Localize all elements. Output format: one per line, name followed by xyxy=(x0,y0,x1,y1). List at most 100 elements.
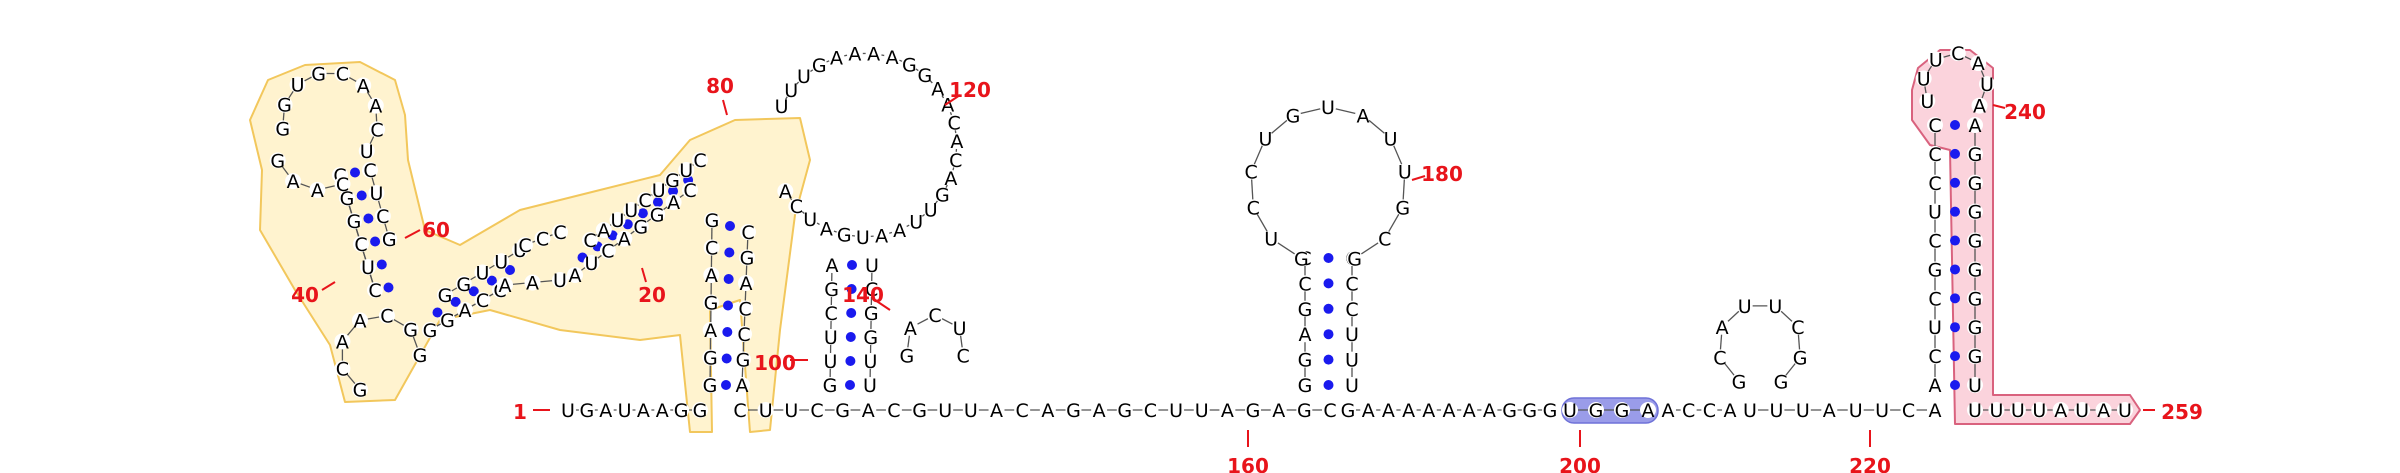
helix-mid-right-nt-bg xyxy=(455,275,472,292)
baseline-boxed-nucleotide: G xyxy=(1589,400,1604,422)
helix-mid-left-nt-bg xyxy=(422,322,438,338)
loop-180-nt-bg xyxy=(1293,250,1310,267)
helix-mid-right-nucleotide: G xyxy=(438,285,453,307)
tail-nt-bg xyxy=(2052,402,2069,418)
helix-180-right-nt-bg xyxy=(1344,326,1360,343)
loop-180-nucleotide: G xyxy=(1395,197,1410,219)
position-label: 160 xyxy=(1227,454,1269,473)
helix-240-right-nucleotide: G xyxy=(1968,231,1983,253)
helix-180-pair-dot xyxy=(1323,303,1334,314)
left-stem-3p-nucleotide: U xyxy=(369,183,383,205)
hairpin-215-nt-bg xyxy=(1711,349,1728,366)
baseline-uu-nt-bg xyxy=(1742,402,1758,418)
small-hairpin-nucleotide: U xyxy=(953,318,967,340)
big-loop-nt-bg xyxy=(908,213,925,230)
left-stem-3p-nucleotide: G xyxy=(382,229,397,251)
arm-5p-inner-nucleotide: C xyxy=(705,238,718,260)
baseline-boxed-nucleotide: U xyxy=(1563,400,1577,422)
baseline-mid-nucleotide: G xyxy=(1066,400,1081,422)
arm-5p-inner-nt-bg xyxy=(704,212,720,228)
baseline-cca-nucleotide: C xyxy=(1682,400,1695,422)
left-stem-pair-dot xyxy=(363,213,374,224)
baseline-uu-nucleotide: U xyxy=(1743,400,1757,422)
baseline-mid-nucleotide: U xyxy=(1195,400,1209,422)
upper-5p-nucleotide: G xyxy=(650,204,665,226)
arm-5p-inner-nt-bg xyxy=(703,267,720,283)
upper-5p-nucleotide: A xyxy=(618,229,631,251)
big-loop-nucleotide: C xyxy=(948,112,961,134)
helix-240-left-nt-bg xyxy=(1927,319,1943,336)
helix-240-pair-dot xyxy=(1950,206,1960,217)
helix-140-left-nt-bg xyxy=(823,305,840,321)
baseline-mid-nt-bg xyxy=(860,402,877,418)
baseline-uu-nt-bg xyxy=(1927,402,1943,418)
helix-240-right-nt-bg xyxy=(1967,174,1983,191)
arm-5p-inner-nt-bg xyxy=(702,322,719,338)
small-hairpin-nucleotide: C xyxy=(957,345,970,367)
big-loop-nucleotide: A xyxy=(848,44,861,66)
left-stem-5p-nucleotide: C xyxy=(336,174,349,196)
helix-mid-left-nt-bg xyxy=(524,274,541,291)
helix-180-right-nucleotide: U xyxy=(1345,350,1359,372)
tail-nt-bg xyxy=(2095,402,2112,418)
left-stem-5p-nt-bg xyxy=(309,181,326,198)
baseline-mid-nt-bg xyxy=(1219,402,1236,418)
tail-nucleotide: U xyxy=(1968,400,1982,422)
tail-nt-bg xyxy=(1988,402,2005,418)
baseline-left-nucleotide: A xyxy=(637,400,650,422)
left-small-loop-nt-bg xyxy=(352,381,368,398)
helix-240-right-nucleotide: A xyxy=(1969,115,1982,137)
upper-5p-nucleotide: U xyxy=(584,253,598,275)
helix-240-left-nt-bg xyxy=(1927,145,1943,162)
helix-240-right-nt-bg xyxy=(1967,290,1983,307)
big-loop-nt-bg xyxy=(773,98,790,115)
loop-240-nt-bg xyxy=(1978,76,1995,93)
baseline-mid-nt-bg xyxy=(911,402,928,418)
position-tick xyxy=(874,299,891,311)
loop-240-nt-bg xyxy=(1915,70,1932,87)
helix-140-left-nucleotide: A xyxy=(826,255,839,277)
helix-mid-pair-dot xyxy=(486,275,497,286)
position-tick xyxy=(944,94,961,106)
left-top-loop-nt-bg xyxy=(310,65,327,82)
helix-240-left-nt-bg xyxy=(1927,174,1943,191)
baseline-uu-nucleotide: C xyxy=(1902,400,1915,422)
left-stem-5p-nt-bg xyxy=(339,190,355,206)
left-small-loop-nt-bg xyxy=(402,321,419,338)
hairpin-215-nucleotide: C xyxy=(1713,347,1726,369)
tail-nucleotide: U xyxy=(1989,400,2003,422)
helix-240-left-nt-bg xyxy=(1927,377,1943,393)
helix-180-left-nt-bg xyxy=(1297,351,1313,368)
small-hairpin-nucleotide: A xyxy=(904,318,917,340)
baseline-uu-nucleotide: U xyxy=(1796,400,1810,422)
upper-3p-nucleotide: C xyxy=(693,150,706,172)
baseline-mid-nt-bg xyxy=(962,402,979,418)
hairpin-215-nt-bg xyxy=(1792,349,1809,366)
tail-nucleotide: U xyxy=(2075,400,2089,422)
helix-140-right-nt-bg xyxy=(862,353,879,369)
left-stem-pair-dot xyxy=(370,236,381,247)
big-loop-nucleotide: C xyxy=(790,196,803,218)
big-loop-nt-bg xyxy=(901,56,918,73)
helix-mid-left-nucleotide: G xyxy=(440,310,455,332)
helix-180-left-nt-bg xyxy=(1297,377,1313,393)
left-stem-3p-nt-bg xyxy=(362,162,378,178)
upper-3p-nt-bg xyxy=(623,202,640,218)
arm-3p-inner-nucleotide: A xyxy=(740,273,753,295)
tail-nt-bg xyxy=(1967,402,1983,418)
baseline-mid-nucleotide: U xyxy=(964,400,978,422)
upper-3p-nt-bg xyxy=(664,172,681,188)
big-loop-nucleotide: A xyxy=(779,181,792,203)
helix-180-left-nt-bg xyxy=(1297,326,1313,343)
upper-3p-nucleotide: C xyxy=(583,230,596,252)
baseline-polya-nt-bg xyxy=(1461,402,1478,418)
baseline-cca-nucleotide: C xyxy=(1703,400,1716,422)
helix-240-pair-dot xyxy=(1950,293,1960,304)
helix-140-right-nt-bg xyxy=(863,305,880,321)
helix-mid-right-nt-bg xyxy=(534,230,551,247)
baseline-polya-nucleotide: A xyxy=(1362,400,1375,422)
baseline-polya-nucleotide: G xyxy=(1543,400,1558,422)
baseline-mid-nucleotide: C xyxy=(733,400,746,422)
left-stem-3p-nucleotide: C xyxy=(376,206,389,228)
